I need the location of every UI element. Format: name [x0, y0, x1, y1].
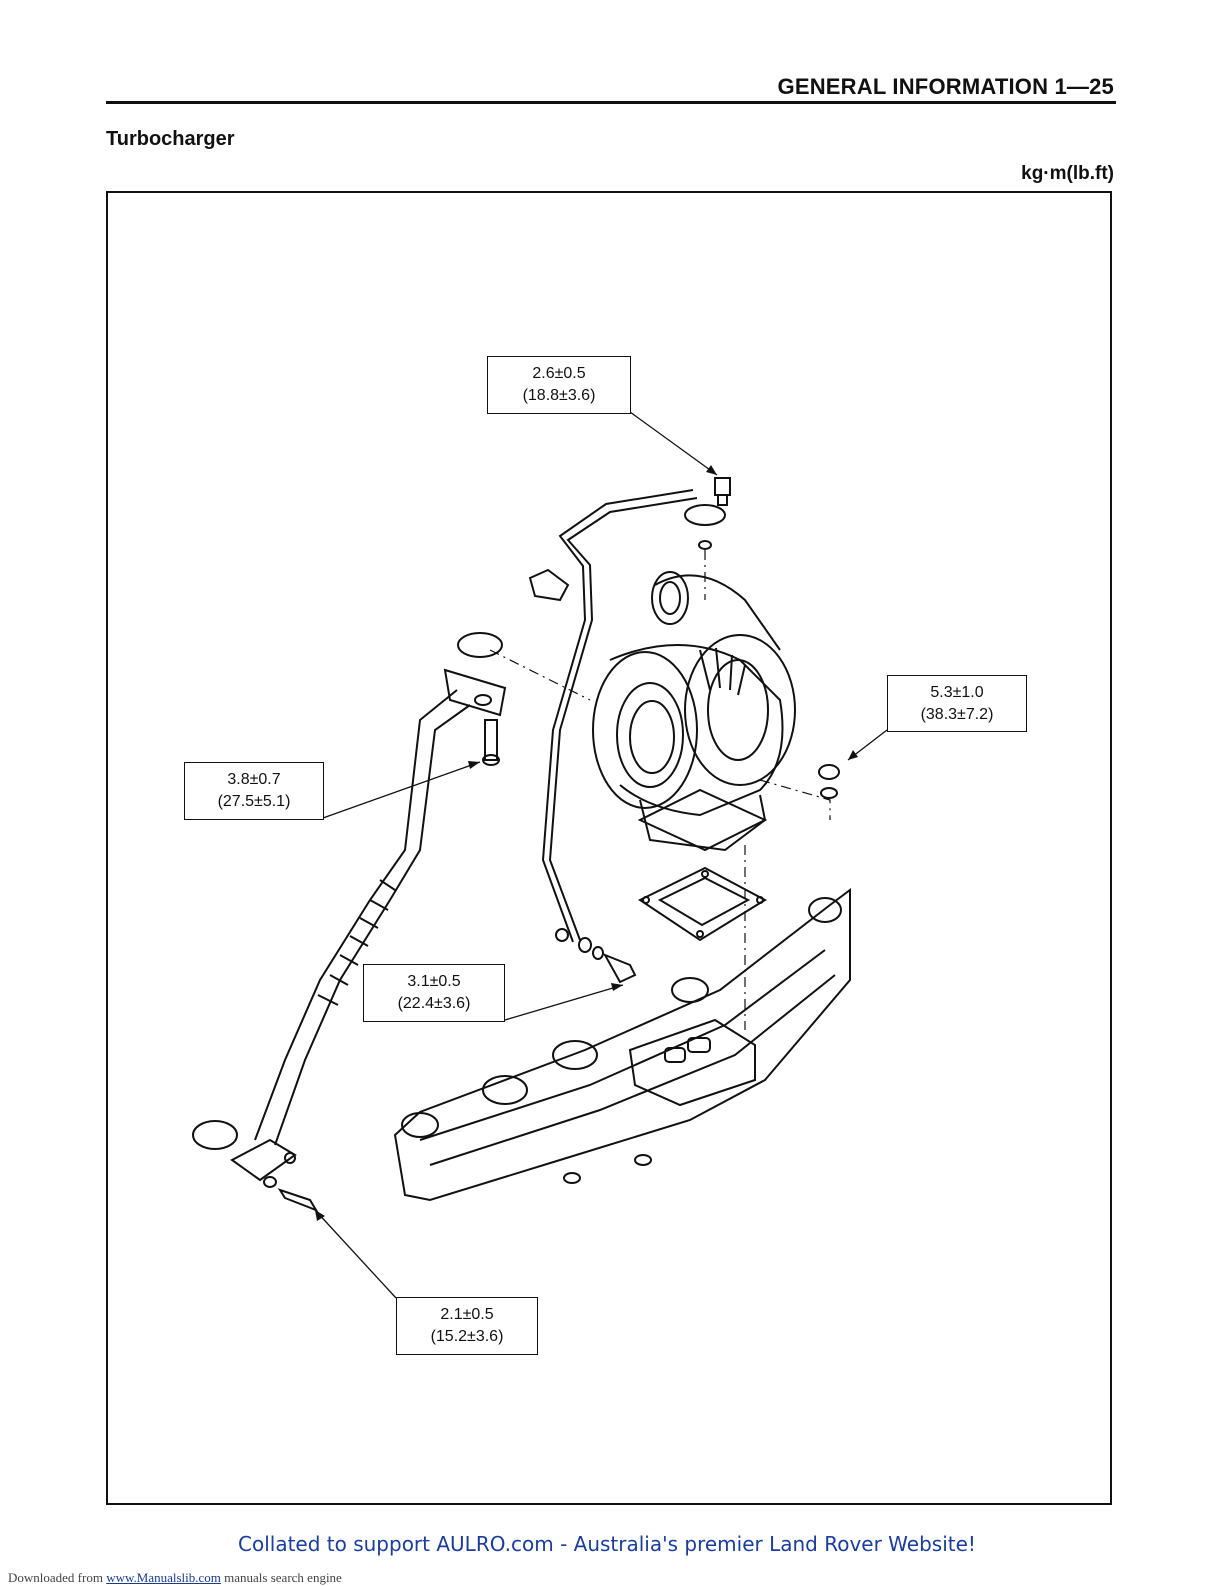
- torque-kgm: 3.8±0.7: [185, 769, 323, 791]
- nut-turbo-flange: [819, 765, 839, 798]
- torque-callout-turbo-flange-nut: 5.3±1.0 (38.3±7.2): [887, 675, 1027, 732]
- torque-kgm: 5.3±1.0: [888, 682, 1026, 704]
- torque-callout-oil-feed-bottom-bolt: 3.1±0.5 (22.4±3.6): [363, 964, 505, 1022]
- torque-lbft: (38.3±7.2): [888, 704, 1026, 726]
- torque-lbft: (18.8±3.6): [488, 385, 630, 407]
- bolt-oil-return-bottom: [280, 1190, 316, 1210]
- bolt-oil-feed-bottom: [605, 955, 635, 982]
- footer-prefix: Downloaded from: [8, 1570, 103, 1585]
- oil-return-pipe: [193, 633, 505, 1187]
- bolt-oil-return-top: [483, 720, 499, 765]
- torque-kgm: 2.1±0.5: [397, 1304, 537, 1326]
- manualslib-link[interactable]: www.Manualslib.com: [106, 1570, 221, 1585]
- torque-lbft: (15.2±3.6): [397, 1326, 537, 1348]
- footer-aulro-banner: Collated to support AULRO.com - Australi…: [238, 1532, 976, 1556]
- exhaust-manifold: [395, 890, 850, 1200]
- bolt-oil-feed-top: [715, 478, 730, 505]
- bracket-bolt: [530, 570, 568, 600]
- leader-arrowheads: [315, 465, 858, 1221]
- torque-kgm: 2.6±0.5: [488, 363, 630, 385]
- torque-lbft: (27.5±5.1): [185, 791, 323, 813]
- torque-kgm: 3.1±0.5: [364, 971, 504, 993]
- torque-callout-oil-feed-top-bolt: 2.6±0.5 (18.8±3.6): [487, 356, 631, 414]
- torque-callout-oil-return-bottom-bolt: 2.1±0.5 (15.2±3.6): [396, 1297, 538, 1355]
- alignment-lines: [490, 550, 830, 1030]
- turbo-manifold-gasket: [640, 868, 765, 940]
- footer-suffix: manuals search engine: [221, 1570, 342, 1585]
- torque-lbft: (22.4±3.6): [364, 993, 504, 1015]
- torque-callout-oil-return-top-bolt: 3.8±0.7 (27.5±5.1): [184, 762, 324, 820]
- turbocharger: [593, 572, 795, 850]
